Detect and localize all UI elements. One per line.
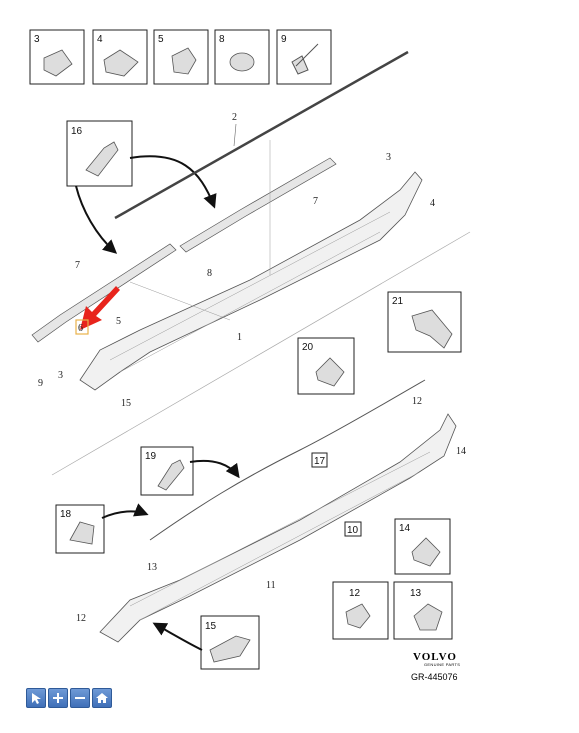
part-box-13[interactable]: 13 bbox=[393, 581, 453, 640]
part-box-20[interactable]: 20 bbox=[297, 337, 355, 395]
part-box-9[interactable]: 9 bbox=[276, 29, 332, 85]
bracket-strip-7a bbox=[31, 243, 177, 343]
svg-text:4: 4 bbox=[430, 198, 435, 209]
leader-arrow bbox=[129, 155, 217, 209]
push-clip-icon bbox=[85, 141, 119, 177]
svg-text:5: 5 bbox=[158, 34, 164, 45]
clip-icon bbox=[43, 49, 73, 77]
part-box-16[interactable]: 16 bbox=[66, 120, 133, 187]
volvo-logo: VOLVO GENUINE PARTS bbox=[413, 651, 460, 667]
svg-text:3: 3 bbox=[34, 34, 40, 45]
clip-icon bbox=[69, 521, 95, 545]
push-rivet-icon bbox=[171, 47, 197, 75]
leader-arrow bbox=[75, 185, 118, 254]
svg-text:2: 2 bbox=[232, 112, 237, 123]
svg-text:GENUINE PARTS: GENUINE PARTS bbox=[424, 662, 460, 667]
side-sill-upper bbox=[79, 171, 423, 391]
plus-icon bbox=[53, 693, 63, 703]
svg-text:3: 3 bbox=[386, 152, 391, 163]
home-icon bbox=[96, 693, 108, 703]
part-box-5[interactable]: 5 bbox=[153, 29, 209, 85]
part-box-8[interactable]: 8 bbox=[214, 29, 270, 85]
svg-text:VOLVO: VOLVO bbox=[413, 651, 457, 663]
svg-text:16: 16 bbox=[71, 126, 83, 137]
part-box-18[interactable]: 18 bbox=[55, 504, 105, 554]
svg-text:13: 13 bbox=[147, 562, 157, 573]
svg-text:15: 15 bbox=[205, 621, 217, 632]
svg-text:12: 12 bbox=[349, 588, 361, 599]
clip-icon bbox=[315, 357, 345, 387]
section-divider bbox=[51, 231, 471, 476]
screw-icon bbox=[291, 43, 319, 75]
svg-text:17: 17 bbox=[314, 456, 326, 467]
part-code: GR-445076 bbox=[411, 672, 458, 682]
part-box-14[interactable]: 14 bbox=[394, 518, 451, 575]
svg-text:13: 13 bbox=[410, 588, 422, 599]
svg-text:6: 6 bbox=[78, 323, 83, 334]
svg-text:9: 9 bbox=[38, 378, 43, 389]
bracket-icon bbox=[411, 309, 453, 349]
part-box-4[interactable]: 4 bbox=[92, 29, 148, 85]
svg-text:14: 14 bbox=[399, 523, 411, 534]
bracket-strip-7b bbox=[179, 157, 337, 253]
zoom-out-button[interactable] bbox=[70, 688, 90, 708]
highlight-arrow bbox=[80, 286, 120, 330]
leader-arrow bbox=[101, 503, 149, 519]
svg-text:10: 10 bbox=[347, 525, 359, 536]
clip-icon bbox=[411, 537, 441, 567]
part-box-12[interactable]: 12 bbox=[332, 581, 389, 640]
svg-text:15: 15 bbox=[121, 398, 131, 409]
svg-text:3: 3 bbox=[58, 370, 63, 381]
svg-text:4: 4 bbox=[97, 34, 103, 45]
home-button[interactable] bbox=[92, 688, 112, 708]
push-clip-icon bbox=[157, 459, 185, 491]
svg-text:7: 7 bbox=[75, 260, 80, 271]
nut-icon bbox=[229, 52, 255, 72]
trim-rod-2 bbox=[114, 50, 409, 220]
svg-text:5: 5 bbox=[116, 316, 121, 327]
clip-icon bbox=[103, 49, 139, 77]
svg-text:11: 11 bbox=[266, 580, 276, 591]
svg-text:12: 12 bbox=[412, 396, 422, 407]
part-box-15[interactable]: 15 bbox=[200, 615, 260, 670]
pointer-icon bbox=[32, 693, 41, 704]
part-box-19[interactable]: 19 bbox=[140, 446, 194, 496]
push-rivet-icon bbox=[413, 603, 443, 631]
select-button[interactable] bbox=[26, 688, 46, 708]
highlight-box-6[interactable] bbox=[75, 319, 89, 335]
svg-text:20: 20 bbox=[302, 342, 314, 353]
svg-text:9: 9 bbox=[281, 34, 287, 45]
leader-arrow bbox=[152, 622, 203, 651]
svg-text:8: 8 bbox=[207, 268, 212, 279]
svg-text:8: 8 bbox=[219, 34, 225, 45]
svg-text:12: 12 bbox=[76, 613, 86, 624]
clip-icon bbox=[345, 603, 371, 629]
svg-text:21: 21 bbox=[392, 296, 404, 307]
part-box-3[interactable]: 3 bbox=[29, 29, 85, 85]
svg-text:7: 7 bbox=[313, 196, 318, 207]
zoom-in-button[interactable] bbox=[48, 688, 68, 708]
svg-text:1: 1 bbox=[237, 332, 242, 343]
wire-harness-17 bbox=[149, 379, 426, 541]
minus-icon bbox=[75, 697, 85, 699]
svg-text:18: 18 bbox=[60, 509, 72, 520]
diagram-toolbar bbox=[26, 688, 112, 708]
part-box-21[interactable]: 21 bbox=[387, 291, 462, 353]
end-cap-icon bbox=[209, 635, 251, 663]
svg-text:14: 14 bbox=[456, 446, 466, 457]
svg-text:19: 19 bbox=[145, 451, 157, 462]
leader-arrow bbox=[189, 459, 240, 479]
